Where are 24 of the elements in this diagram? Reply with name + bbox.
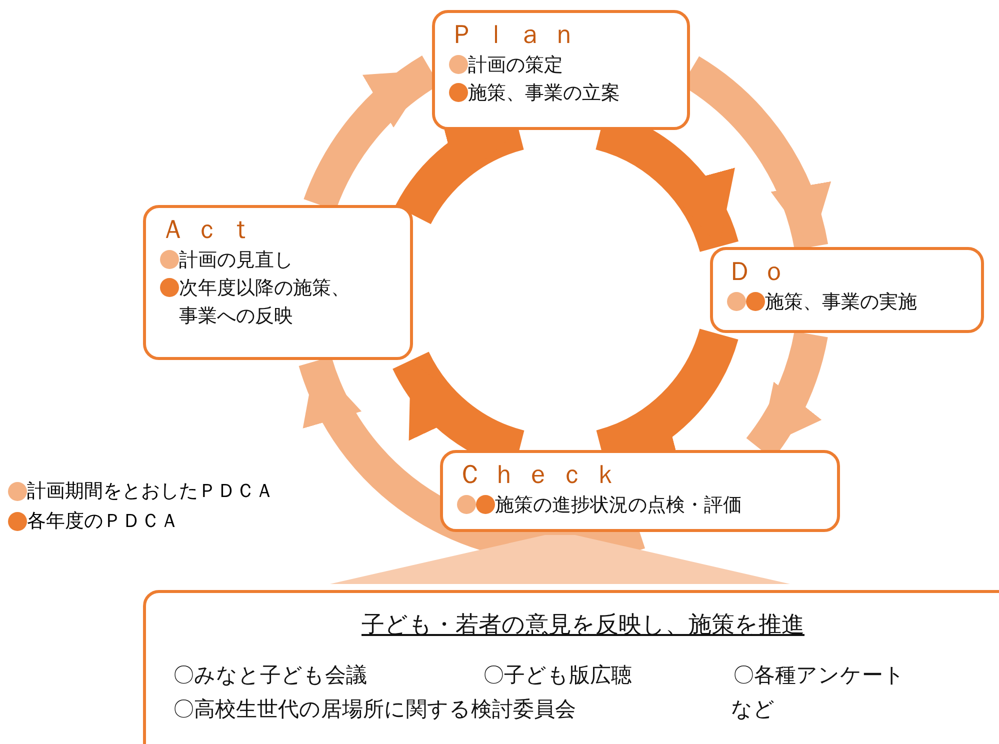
callout-wedge — [330, 535, 790, 584]
stage-box — [440, 450, 840, 532]
list-item: 〇子ども版広聴 — [483, 662, 632, 689]
item-text: 施策、事業の実施 — [765, 290, 917, 315]
list-item: 〇各種アンケート — [733, 662, 905, 689]
legend-text: 計画期間をとおしたＰＤＣＡ — [27, 479, 274, 504]
item-text: 計画の策定 — [468, 53, 563, 78]
list-item: など — [731, 696, 775, 723]
stage-box — [432, 10, 690, 130]
stage-heading: Ｃｈｅｃｋ — [457, 459, 628, 491]
stage-heading: Ｄｏ — [727, 256, 796, 288]
item-text: 計画の見直し — [179, 248, 293, 273]
list-item: 〇高校生世代の居場所に関する検討委員会 — [173, 696, 576, 723]
note-box — [143, 590, 999, 744]
item-text: 施策の進捗状況の点検・評価 — [495, 493, 742, 518]
stage-box — [710, 247, 984, 333]
heading-text: 子ども・若者の意見を反映し、施策を推進 — [360, 611, 806, 640]
item-text: 施策、事業の立案 — [468, 81, 620, 106]
list-item: 〇みなと子ども会議 — [173, 662, 367, 689]
legend-text: 各年度のＰＤＣＡ — [27, 509, 179, 534]
stage-heading: Ａｃｔ — [160, 214, 263, 246]
stage-box — [143, 205, 413, 360]
item-text: 次年度以降の施策、事業への反映 — [179, 276, 351, 329]
stage-heading: Ｐｌａｎ — [449, 19, 586, 51]
